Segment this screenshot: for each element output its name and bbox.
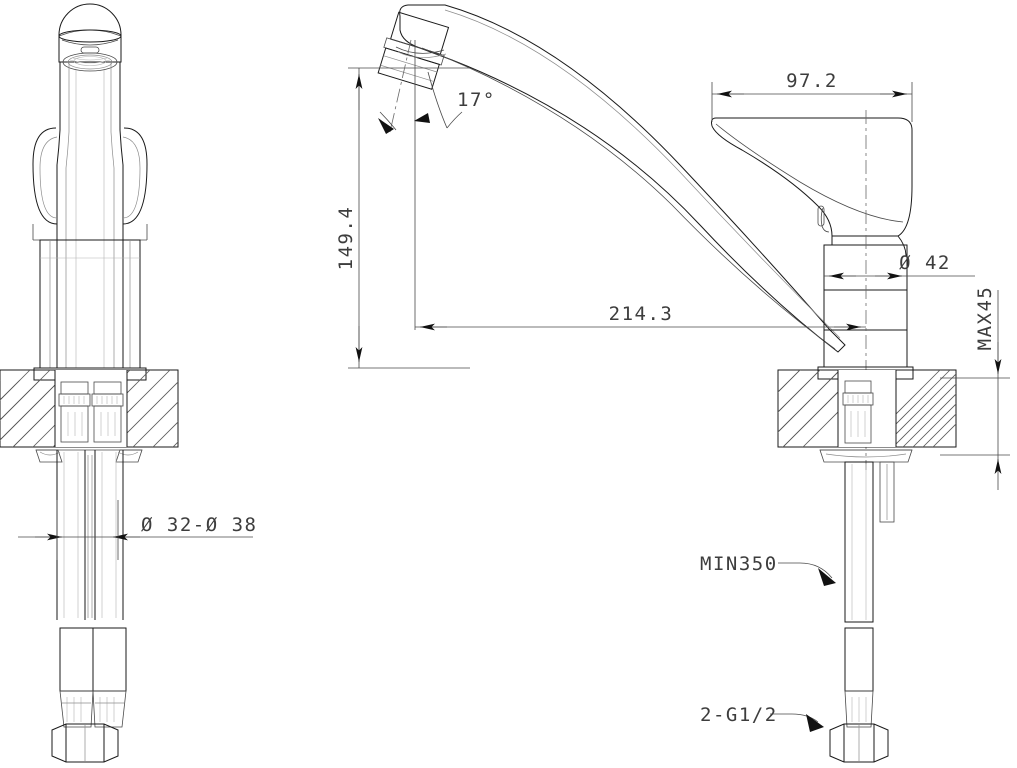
handle-dim-label: 97.2 [786, 70, 838, 92]
dimension-diameter-42: Ø 42 [824, 252, 975, 280]
lever-handle [711, 117, 913, 257]
thread-label: 2-G1/2 [700, 704, 778, 726]
handle-mass-rear [32, 127, 148, 241]
max45-dim-label: MAX45 [974, 286, 996, 351]
spout-column [56, 62, 124, 368]
hole-dim-label: Ø 32-Ø 38 [141, 514, 257, 536]
supply-connectors-left [58, 381, 124, 443]
right-view-side-elevation [377, 4, 957, 763]
counter-section-left [0, 369, 179, 448]
supply-pipe-right [844, 461, 895, 623]
aerator-block-icon [377, 11, 450, 90]
angle-dim-label: 17° [457, 89, 496, 111]
left-view-front-elevation: Ø 32-Ø 38 [0, 3, 257, 763]
dimension-reach-214-3: 214.3 [415, 303, 866, 331]
reach-dim-label: 214.3 [609, 303, 674, 325]
aerator-icon [58, 3, 122, 72]
dimension-thread-2-g12: 2-G1/2 [700, 704, 824, 732]
mounting-clamp-left [35, 449, 143, 463]
dimension-max-45: MAX45 [940, 286, 1010, 490]
dimension-min-350: MIN350 [700, 553, 836, 586]
dimension-hole-32-38: Ø 32-Ø 38 [18, 500, 257, 560]
hose-end-fitting-right [829, 627, 889, 763]
hose-end-fittings-left [51, 627, 127, 763]
diameter-dim-label: Ø 42 [899, 252, 951, 274]
counter-section-right [777, 369, 957, 448]
curved-spout [399, 4, 846, 353]
dimension-angle-17: 17° [378, 39, 496, 330]
mounting-clamp-right [819, 449, 913, 463]
threaded-stud-right [842, 380, 874, 444]
min350-label: MIN350 [700, 553, 778, 575]
dimension-handle-97-2: 97.2 [711, 70, 913, 122]
height-dim-label: 149.4 [335, 206, 357, 271]
dimension-height-149-4: 149.4 [335, 67, 470, 369]
